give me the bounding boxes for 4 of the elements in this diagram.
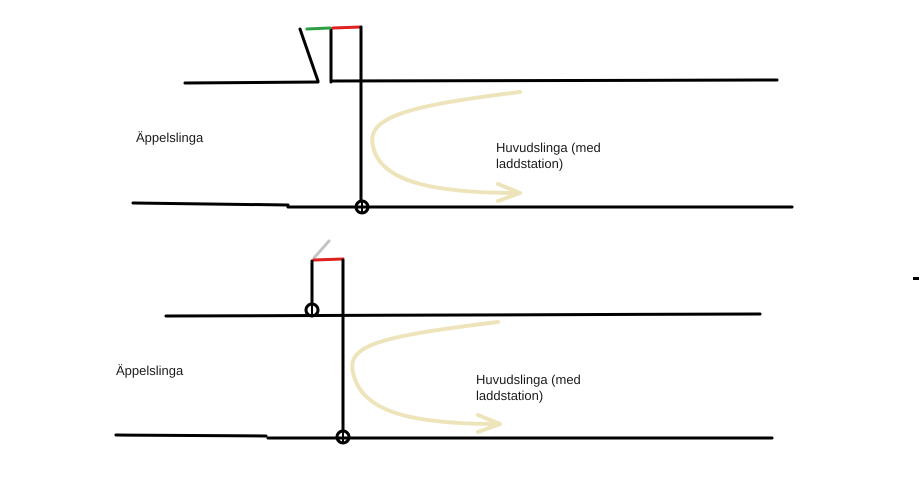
track-label: Huvudslinga (med laddstation) <box>496 140 602 172</box>
track-label: Äppelslinga <box>136 130 204 146</box>
track-label: Huvudslinga (med laddstation) <box>476 372 582 404</box>
track-label: Äppelslinga <box>116 363 184 379</box>
